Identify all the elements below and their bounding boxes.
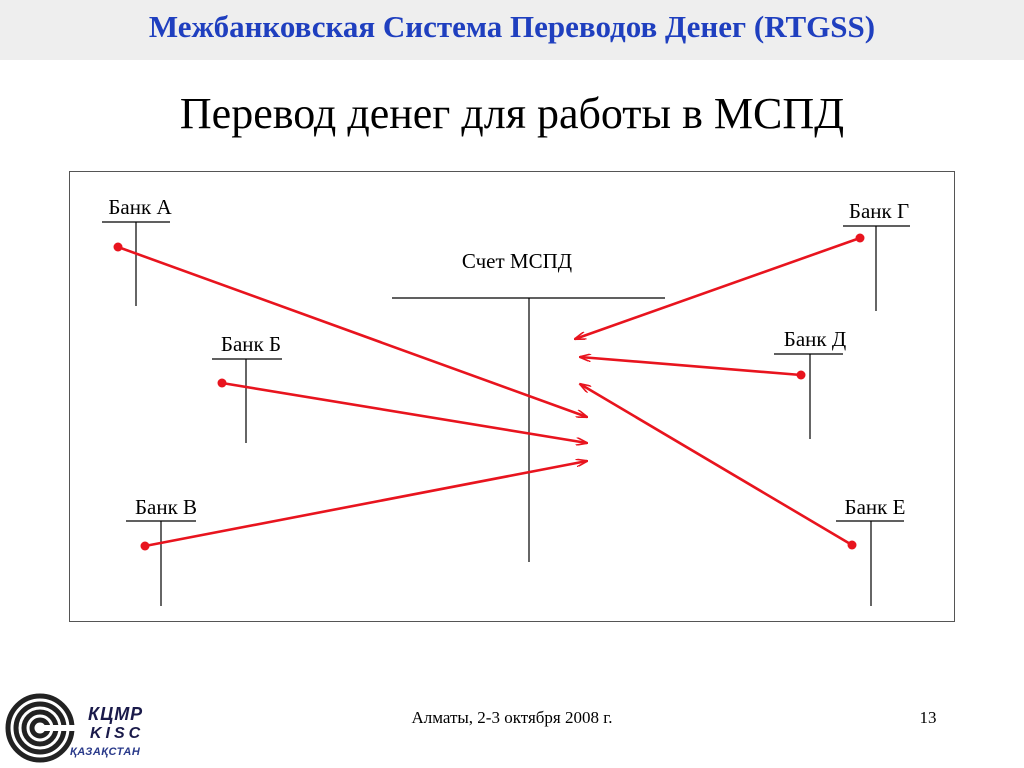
dot-bank-a: [113, 242, 123, 252]
dot-bank-g: [855, 233, 865, 243]
arrow-bank-d: [580, 357, 802, 377]
dot-bank-b: [217, 378, 227, 388]
arrow-bank-g: [575, 236, 861, 341]
arrow-bank-e: [580, 384, 853, 547]
bank-e-label: Банк Е: [845, 495, 906, 519]
arrow-bank-b: [221, 381, 587, 443]
bank-d-label: Банк Д: [784, 327, 846, 351]
arrow-bank-v: [144, 461, 587, 548]
bank-a-label: Банк А: [108, 195, 172, 219]
center-account-label: Счет МСПД: [462, 249, 572, 273]
logo-text-kcmr: КЦМР: [88, 704, 144, 724]
dot-bank-v: [140, 541, 150, 551]
page-number: 13: [919, 708, 937, 727]
bank-a-account: Банк А: [102, 195, 172, 306]
slide-title: Перевод денег для работы в МСПД: [179, 89, 845, 138]
logo-text-kisc: KISC: [90, 725, 145, 742]
bank-d-account: Банк Д: [774, 327, 846, 439]
header-bar: Межбанковская Система Переводов Денег (R…: [0, 0, 1024, 60]
transfer-arrows: [117, 236, 861, 548]
header-title: Межбанковская Система Переводов Денег (R…: [148, 9, 876, 44]
bank-g-label: Банк Г: [849, 199, 909, 223]
arrow-origin-dots: [113, 233, 865, 551]
dot-bank-d: [796, 370, 806, 380]
bank-b-label: Банк Б: [221, 332, 281, 356]
logo-text-kazakhstan: ҚАЗАҚСТАН: [70, 746, 141, 758]
bank-v-account: Банк В: [126, 495, 197, 606]
bank-g-account: Банк Г: [843, 199, 910, 311]
footer-location-date: Алматы, 2-3 октября 2008 г.: [411, 708, 613, 727]
bank-v-label: Банк В: [135, 495, 197, 519]
spiral-logo-icon: [5, 693, 76, 763]
diagram-frame: [69, 171, 955, 622]
dot-bank-e: [847, 540, 857, 550]
bank-b-account: Банк Б: [212, 332, 282, 443]
arrow-bank-a: [117, 245, 587, 419]
bank-e-account: Банк Е: [836, 495, 905, 606]
kisc-logo: КЦМР KISC ҚАЗАҚСТАН: [4, 692, 154, 764]
